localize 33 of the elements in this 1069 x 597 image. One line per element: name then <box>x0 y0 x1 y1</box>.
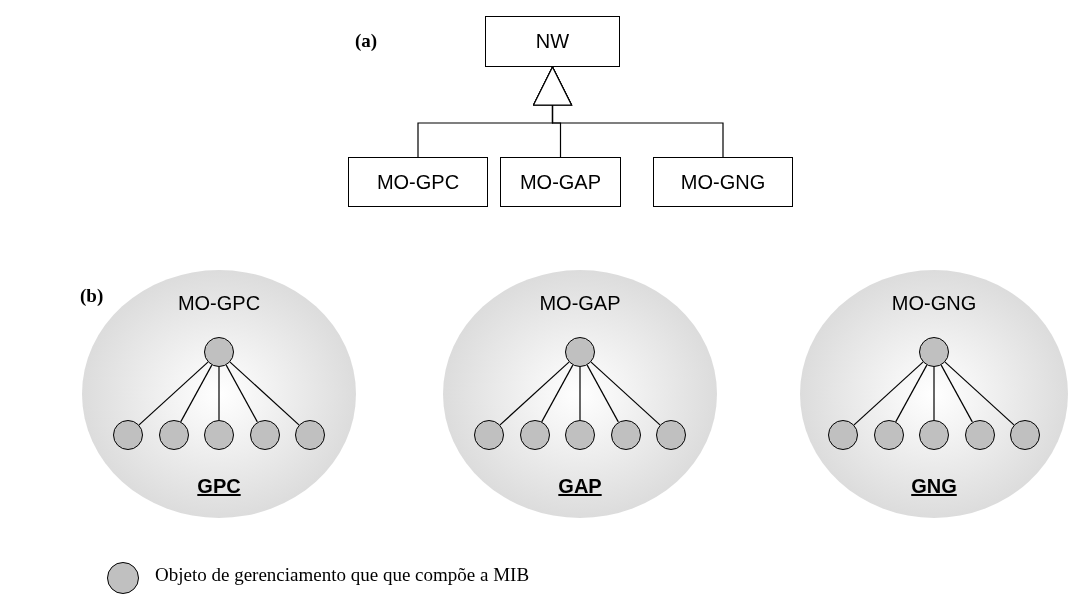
connector-line <box>579 366 581 421</box>
connector-line <box>229 361 300 426</box>
connector-line <box>586 364 619 423</box>
class-box <box>653 157 793 207</box>
connector-line <box>590 361 661 426</box>
connector-line <box>218 366 220 421</box>
legend-text: Objeto de gerenciamento que que compõe a MIB <box>155 564 530 586</box>
class-name: MO-GAP <box>519 170 602 194</box>
generalization-arrow <box>532 66 724 158</box>
class-box <box>348 157 488 207</box>
connector-line <box>138 361 209 426</box>
panel-label: (a) <box>355 30 378 52</box>
connector-line <box>933 366 935 421</box>
connector-line <box>180 364 213 423</box>
module-name: GAP <box>558 475 602 498</box>
module-title: MO-GNG <box>891 292 977 315</box>
module-title: MO-GAP <box>539 292 621 315</box>
class-name: MO-GNG <box>680 170 766 194</box>
class-box <box>485 16 620 67</box>
connector-line <box>853 361 924 426</box>
connector-line <box>541 364 574 423</box>
connector-line <box>895 364 928 423</box>
connector-line <box>944 361 1015 426</box>
module-title: MO-GPC <box>177 292 261 315</box>
connector-line <box>225 364 258 423</box>
module-name: GNG <box>911 475 957 498</box>
class-box <box>500 157 621 207</box>
connector-line <box>940 364 973 423</box>
connector-line <box>499 361 570 426</box>
class-name: NW <box>535 30 570 53</box>
module-name: GPC <box>197 475 241 498</box>
panel-label: (b) <box>80 285 104 307</box>
class-name: MO-GPC <box>376 170 460 194</box>
